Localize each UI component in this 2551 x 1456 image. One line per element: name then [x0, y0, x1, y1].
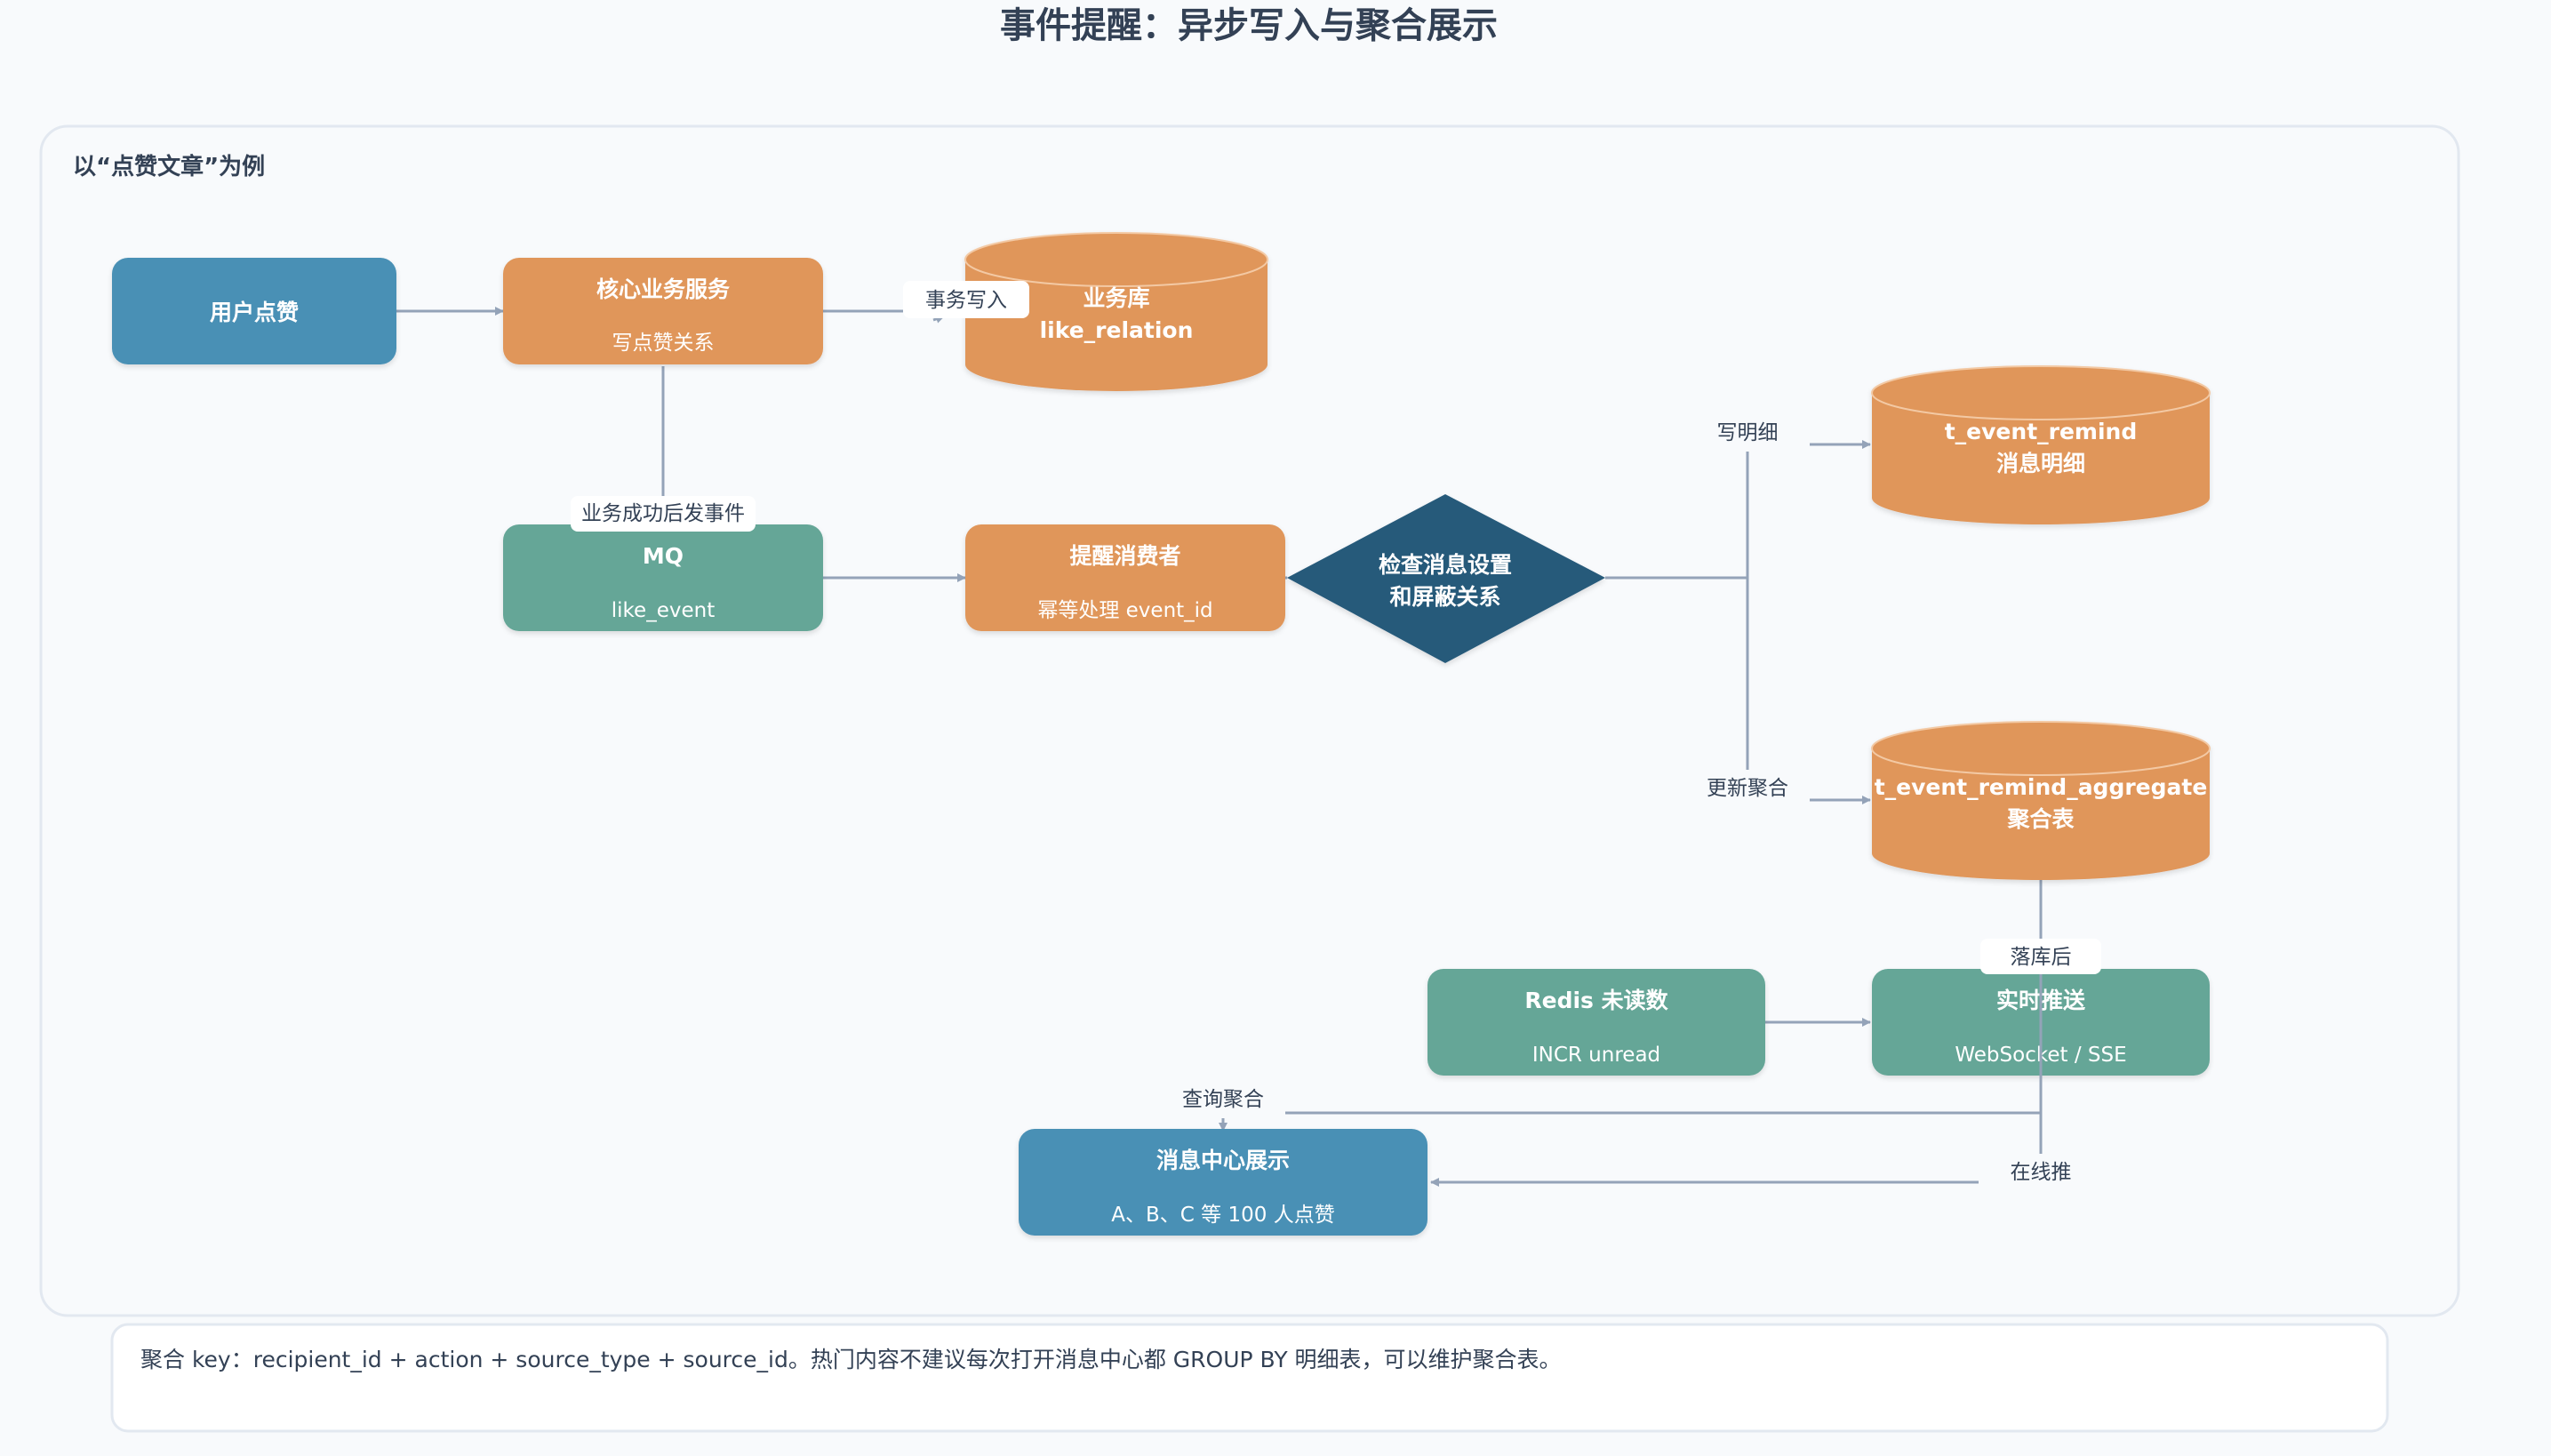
node-consumer[interactable]: 提醒消费者 幂等处理 event_id [965, 524, 1285, 631]
node-business-db-subtitle: like_relation [1040, 317, 1194, 343]
node-aggregate-db-subtitle: 聚合表 [2006, 806, 2075, 832]
node-message-center-subtitle: A、B、C 等 100 人点赞 [1111, 1204, 1334, 1227]
node-remind-db-title: t_event_remind [1945, 419, 2138, 444]
diagram-title: 事件提醒：异步写入与聚合展示 [1000, 5, 1498, 46]
node-business-db-title: 业务库 [1083, 285, 1149, 311]
node-mq[interactable]: MQ like_event [503, 524, 823, 631]
edge-label-online-push-text: 在线推 [2011, 1161, 2072, 1184]
edge-label-publish-event: 业务成功后发事件 [571, 496, 756, 532]
node-aggregate-db[interactable]: t_event_remind_aggregate 聚合表 [1871, 721, 2211, 880]
note-text: 聚合 key：recipient_id + action + source_ty… [140, 1347, 1562, 1372]
node-remind-db-subtitle: 消息明细 [1996, 451, 2085, 476]
node-redis[interactable]: Redis 未读数 INCR unread [1427, 969, 1765, 1076]
edge-label-update-aggregate: 更新聚合 [1707, 777, 1788, 800]
node-consumer-title: 提醒消费者 [1069, 543, 1180, 569]
edge-label-tx-write-text: 事务写入 [925, 289, 1007, 312]
edge-label-write-detail: 写明细 [1717, 421, 1779, 444]
node-check-line2: 和屏蔽关系 [1389, 584, 1500, 610]
node-mq-title: MQ [643, 543, 684, 569]
node-message-center-title: 消息中心展示 [1156, 1148, 1290, 1173]
node-redis-subtitle: INCR unread [1532, 1044, 1660, 1067]
node-user-like[interactable]: 用户点赞 [112, 258, 396, 364]
node-check-settings[interactable]: 检查消息设置 和屏蔽关系 [1287, 494, 1605, 663]
node-business-db[interactable]: 业务库 like_relation [964, 232, 1268, 391]
group-label: 以“点赞文章”为例 [73, 153, 265, 180]
node-mq-subtitle: like_event [612, 599, 715, 622]
node-consumer-subtitle: 幂等处理 event_id [1037, 599, 1212, 622]
node-core-service-subtitle: 写点赞关系 [612, 332, 715, 355]
note-box: 聚合 key：recipient_id + action + source_ty… [110, 1323, 2389, 1433]
edge-label-query-aggregate: 查询聚合 [1182, 1088, 1264, 1111]
node-message-center[interactable]: 消息中心展示 A、B、C 等 100 人点赞 [1019, 1129, 1427, 1236]
edge-label-publish-event-text: 业务成功后发事件 [581, 502, 745, 525]
node-check-line1: 检查消息设置 [1379, 552, 1512, 578]
node-user-like-title: 用户点赞 [210, 300, 299, 325]
node-redis-title: Redis 未读数 [1524, 988, 1668, 1013]
node-remind-db[interactable]: t_event_remind 消息明细 [1871, 365, 2211, 524]
node-aggregate-db-title: t_event_remind_aggregate [1875, 774, 2208, 800]
edge-label-tx-write: 事务写入 [903, 281, 1029, 318]
edge-label-online-push: 在线推 [1979, 1154, 2103, 1189]
example-group [39, 124, 2460, 1317]
edges [396, 307, 2043, 1187]
edge-label-after-commit-text: 落库后 [2011, 946, 2072, 969]
node-core-service[interactable]: 核心业务服务 写点赞关系 [503, 258, 823, 364]
edge-label-after-commit: 落库后 [1980, 939, 2101, 974]
node-core-service-title: 核心业务服务 [596, 276, 730, 302]
